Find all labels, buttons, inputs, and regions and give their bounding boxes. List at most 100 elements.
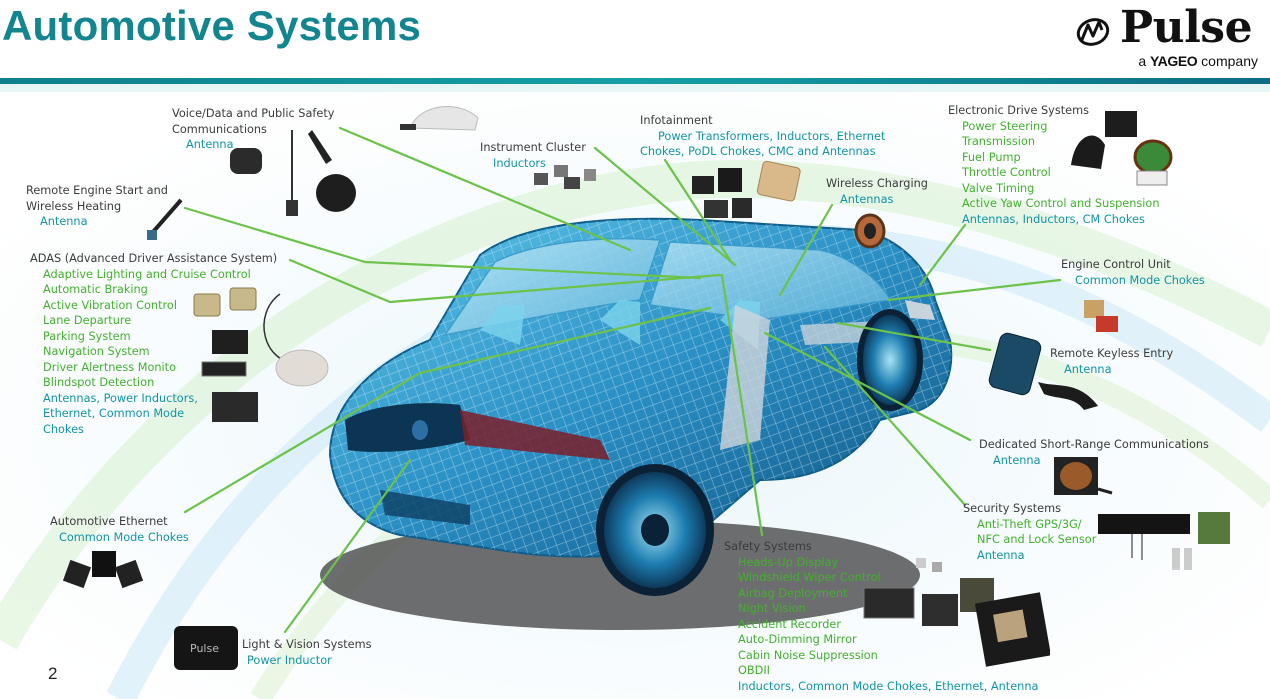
leader-ecu	[886, 278, 1062, 302]
voice-heading: Voice/Data and Public Safety	[172, 107, 335, 120]
leader-auto-ethernet-a	[183, 371, 422, 514]
adas-parts-icon	[193, 287, 329, 422]
adas-item: Adaptive Lighting and Cruise Control	[43, 267, 251, 281]
gps-antennas-icon	[1098, 512, 1230, 570]
light-vision-heading: Light & Vision Systems	[242, 638, 372, 651]
dsrc-item: Antenna	[993, 453, 1041, 467]
light-vision-label: Light & Vision Systems Power Inductor	[242, 637, 372, 668]
leader-instrument	[593, 146, 737, 267]
adas-parts: Chokes	[43, 422, 84, 436]
safety-components-image	[860, 558, 1052, 668]
leader-dsrc	[763, 331, 972, 442]
remote-start-label: Remote Engine Start and Wireless Heating…	[26, 183, 168, 230]
adas-item: Driver Alertness Monito	[43, 360, 177, 374]
brand-sub-prefix: a	[1138, 53, 1151, 69]
shark-fin-antenna-icon	[400, 106, 479, 131]
dsrc-antenna-image	[1050, 455, 1116, 497]
leader-keyless	[836, 321, 992, 352]
safety-heading: Safety Systems	[724, 540, 812, 553]
safety-item: Heads-Up Display	[738, 555, 839, 569]
adas-item: Active Vibration Control	[43, 298, 177, 312]
safety-item: Accident Recorder	[738, 617, 842, 631]
adas-item: Blindspot Detection	[43, 376, 155, 389]
car-illustration	[0, 92, 1270, 699]
ecu-item: Common Mode Chokes	[1075, 273, 1205, 287]
nfc-coil-icon	[1054, 457, 1113, 495]
adas-parts: Ethernet, Common Mode	[43, 407, 185, 420]
remote-start-heading: Remote Engine Start and	[26, 184, 168, 197]
wireless-charging-coil-image	[850, 212, 890, 250]
safety-systems-label: Safety Systems Heads-Up Display Windshie…	[724, 539, 1038, 694]
keyless-heading: Remote Keyless Entry	[1050, 347, 1174, 360]
safety-item: Auto-Dimming Mirror	[738, 633, 857, 646]
dsrc-heading: Dedicated Short-Range Communications	[979, 438, 1209, 451]
header-divider-bar	[0, 78, 1270, 92]
leader-adas-b	[388, 273, 722, 304]
security-parts: Antenna	[977, 548, 1025, 562]
transformers-antenna-icon	[692, 160, 801, 218]
remote-start-item: Antenna	[40, 215, 88, 228]
brand-subtitle: a YAGEO company	[1138, 53, 1258, 69]
puck-antenna-image	[228, 142, 264, 178]
round-antenna-icon	[316, 174, 356, 212]
infotainment-heading: Infotainment	[640, 114, 713, 127]
drive-item: Valve Timing	[962, 181, 1035, 195]
keyless-entry-label: Remote Keyless Entry Antenna	[1050, 346, 1173, 377]
leader-light-vision	[283, 458, 412, 634]
brand-name: Pulse	[1120, 2, 1253, 53]
part-marking: Pulse	[190, 642, 219, 655]
page-title: Automotive Systems	[2, 2, 422, 49]
drive-system-parts-image	[1065, 105, 1175, 193]
chip-inductors-icon	[534, 165, 596, 189]
remote-start-heading-2: Wireless Heating	[26, 199, 122, 213]
drive-parts-icon	[1071, 111, 1173, 186]
drive-item: Throttle Control	[962, 166, 1051, 179]
pulse-logo-icon	[1076, 18, 1110, 46]
adas-item: Parking System	[43, 329, 131, 343]
safety-item: Airbag Deployment	[738, 586, 848, 600]
auto-ethernet-chokes-image	[62, 545, 144, 593]
light-vision-item: Power Inductor	[247, 653, 332, 667]
page-number: 2	[48, 664, 58, 683]
infotainment-label: Infotainment Power Transformers, Inducto…	[640, 113, 885, 160]
drive-item: Active Yaw Control and Suspension	[962, 197, 1160, 210]
security-heading: Security Systems	[963, 502, 1061, 515]
voice-item: Antenna	[186, 138, 234, 151]
leader-remote-start-a	[183, 206, 367, 264]
safety-item: OBDII	[738, 664, 771, 677]
puck-antenna-icon	[230, 148, 262, 174]
leader-voice	[338, 126, 632, 252]
voice-heading-2: Communications	[172, 122, 267, 136]
key-fob-icon	[988, 332, 1098, 410]
adas-item: Navigation System	[43, 345, 150, 358]
infotainment-components-image	[688, 158, 808, 228]
whip-antenna-image	[282, 120, 340, 220]
coil-icon	[854, 213, 886, 249]
adas-item: Lane Departure	[43, 314, 132, 327]
power-inductor-image: Pulse	[170, 622, 242, 674]
adas-heading: ADAS (Advanced Driver Assistance System)	[30, 252, 278, 265]
voice-antenna-module-image	[400, 98, 485, 143]
security-antennas-image	[1092, 508, 1232, 580]
drive-item: Fuel Pump	[962, 150, 1021, 164]
instrument-heading: Instrument Cluster	[480, 141, 586, 154]
whip-antenna-icon	[286, 130, 332, 216]
instrument-cluster-label: Instrument Cluster Inductors	[480, 140, 586, 171]
smd-chokes-icon	[62, 551, 144, 589]
keyless-entry-image	[988, 330, 1106, 416]
leader-security	[823, 345, 967, 507]
keyless-item: Antenna	[1064, 362, 1112, 376]
electronic-drive-label: Electronic Drive Systems Power Steering …	[948, 103, 1160, 227]
drive-item: Power Steering	[962, 119, 1048, 133]
flex-antenna-icon	[147, 198, 183, 240]
brand-sub-suffix: company	[1197, 53, 1258, 69]
security-item: Anti-Theft GPS/3G/	[977, 517, 1082, 531]
instrument-inductors-image	[530, 155, 600, 193]
adas-item: Automatic Braking	[43, 283, 148, 296]
drive-item: Transmission	[962, 135, 1035, 148]
safety-parts: Inductors, Common Mode Chokes, Ethernet,…	[738, 679, 1039, 693]
safety-item: Cabin Noise Suppression	[738, 648, 878, 662]
safety-item: Windshield Wiper Control	[738, 571, 881, 584]
brand-logo: Pulse a YAGEO company	[1068, 2, 1258, 72]
